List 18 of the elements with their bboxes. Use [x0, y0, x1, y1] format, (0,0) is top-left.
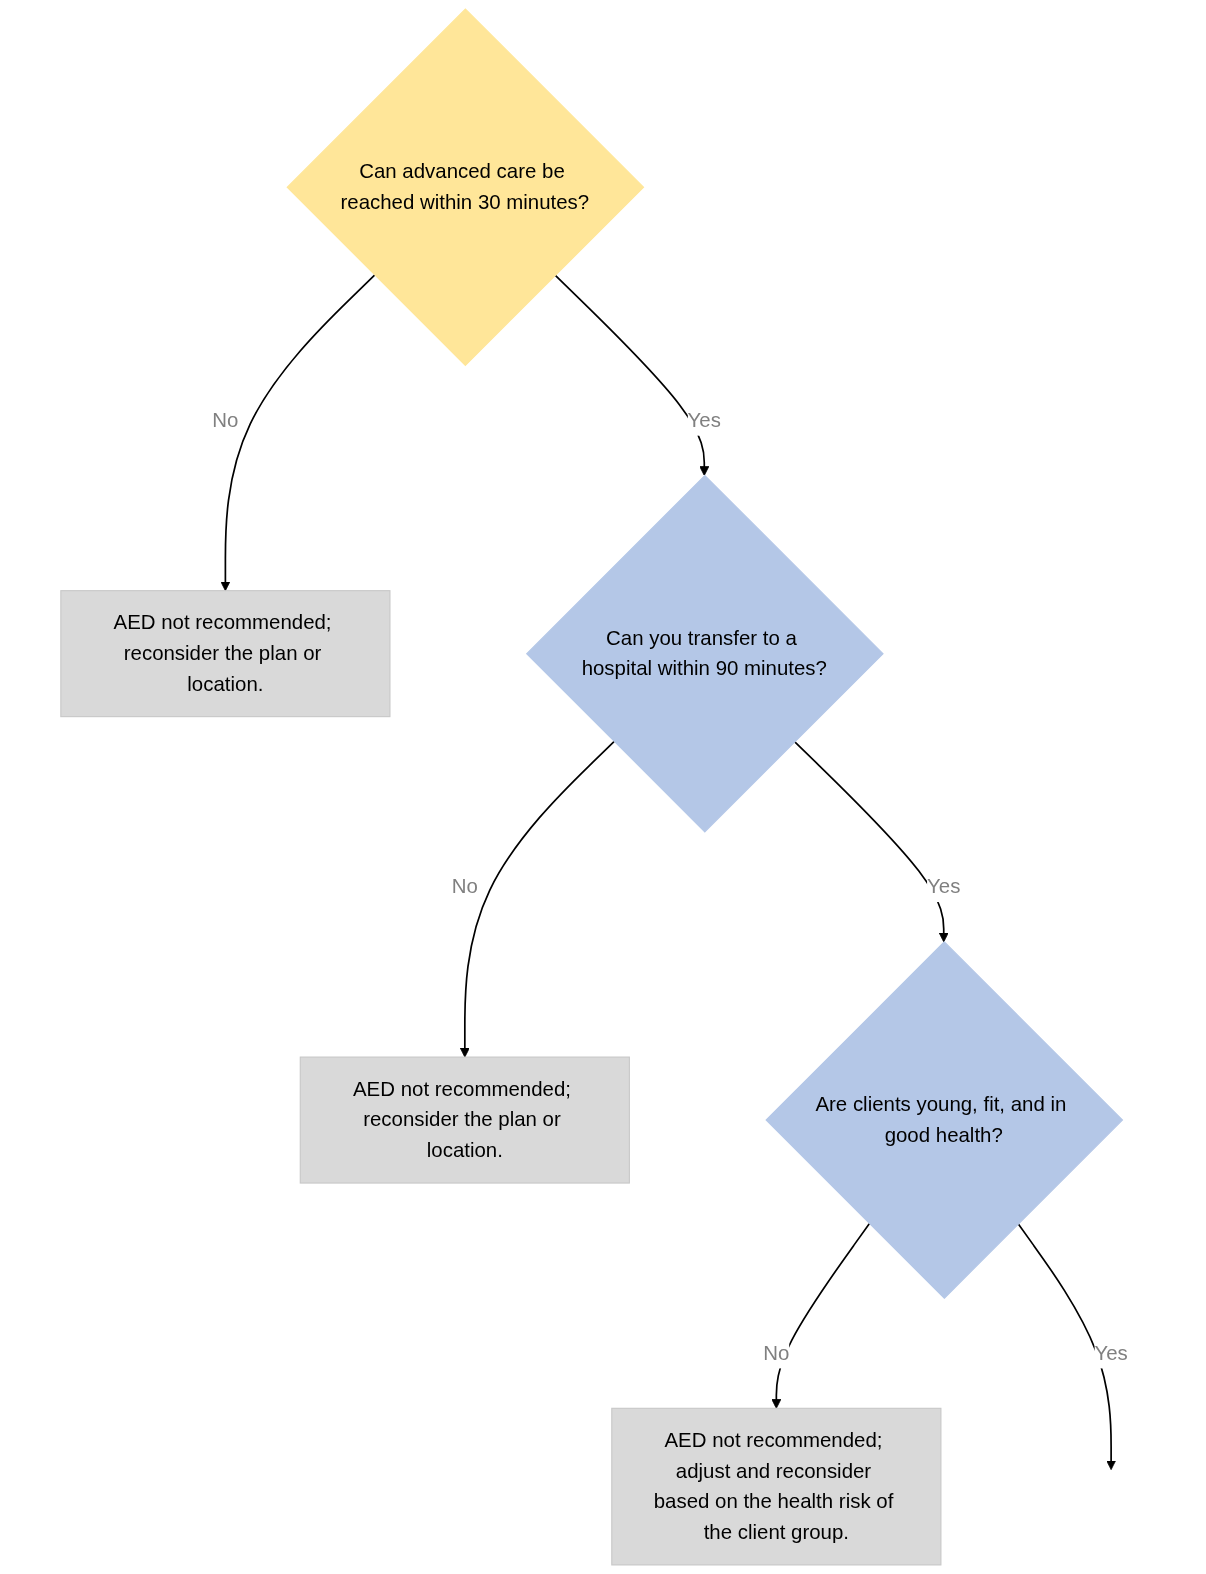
arrow	[771, 1222, 871, 1409]
edge-label: Yes	[927, 874, 961, 898]
node-box: AED not recommended; adjust and reconsider based on the health risk of the client group.	[611, 1407, 942, 1566]
edge-label: No	[451, 874, 478, 898]
arrow	[793, 740, 949, 943]
arrow	[1017, 1222, 1117, 1471]
edge-label: Yes	[1094, 1341, 1128, 1365]
node-diamond: Are clients young, fit, and in good health?	[765, 941, 1124, 1300]
node-box: AED not recommended; reconsider the plan or location.	[60, 590, 391, 718]
arrow	[554, 274, 710, 476]
arrow	[459, 740, 615, 1058]
node-diamond: Can you transfer to a hospital within 90 minutes?	[525, 474, 884, 833]
edge-label: No	[212, 408, 239, 432]
node-diamond: Can advanced care be reached within 30 minutes?	[286, 8, 645, 367]
arrow	[220, 274, 376, 592]
node-box: AED not recommended; reconsider the plan or location.	[299, 1056, 630, 1184]
edge-label: No	[763, 1341, 790, 1365]
edge-label: Yes	[687, 408, 721, 432]
